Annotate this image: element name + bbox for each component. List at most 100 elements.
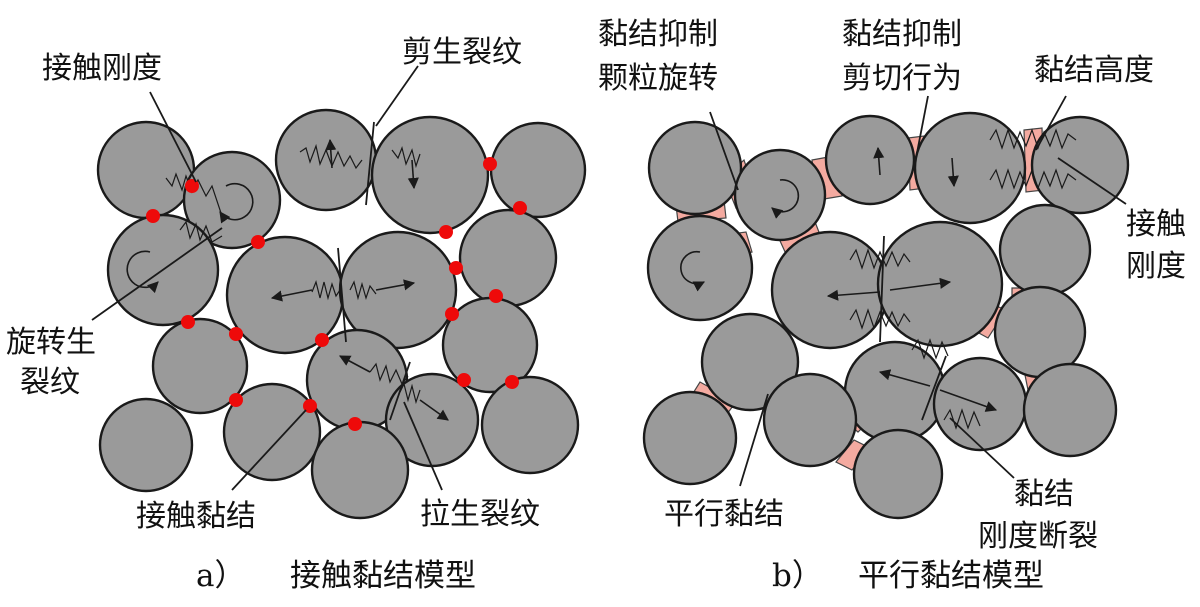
particle	[843, 340, 947, 444]
rotation-arrow-icon	[126, 250, 159, 294]
contact-bond-dot	[505, 375, 519, 389]
spring-icon	[391, 146, 421, 169]
crack-line	[365, 121, 375, 206]
spring-icon	[311, 280, 341, 301]
spring-icon	[349, 280, 377, 301]
leader-line	[403, 401, 443, 491]
force-arrow-icon	[826, 289, 881, 301]
leaders-a	[91, 65, 443, 491]
particle	[642, 390, 738, 486]
force-arrow-icon	[339, 355, 371, 373]
contact-bond-dot	[348, 417, 362, 431]
caption-letter-b: b）	[772, 558, 823, 594]
label-contact-bond: 接触黏结	[136, 499, 256, 534]
contact-bond-dot	[181, 315, 195, 329]
particle	[222, 382, 322, 482]
label-shear-crack: 剪生裂纹	[402, 35, 522, 70]
crack-lines-a	[337, 121, 411, 421]
leader-line	[709, 111, 739, 191]
spring-icon	[179, 220, 223, 243]
particle	[151, 317, 249, 415]
particle	[182, 150, 282, 250]
particle	[647, 120, 743, 216]
label-bond-height: 黏结高度	[1034, 53, 1154, 88]
contact-bond-dot	[146, 209, 160, 223]
force-arrow-icon	[325, 138, 337, 169]
contact-bond-dot	[449, 261, 463, 275]
label-contact-stiffness: 接触刚度	[42, 51, 162, 86]
rotation-arrow-icon	[680, 250, 706, 292]
force-arrow-icon	[939, 389, 998, 412]
labels-a: 接触刚度 剪生裂纹 旋转生 裂纹 接触黏结 拉生裂纹	[6, 35, 540, 534]
labels-b: 黏结抑制 颗粒旋转 黏结抑制 剪切行为 黏结高度 接触 刚度 平行黏结 黏结 刚…	[598, 17, 1186, 554]
label-parallel-bond: 平行黏结	[664, 497, 784, 532]
contact-bond-dot	[229, 393, 243, 407]
force-arrows-b	[826, 146, 998, 412]
spring-icon	[369, 362, 409, 386]
particle	[98, 397, 194, 493]
crack-line	[389, 361, 411, 421]
contact-bond-dot	[489, 289, 503, 303]
spring-icon	[911, 338, 949, 360]
particle	[998, 203, 1092, 297]
label-bond-rotation-line1: 黏结抑制	[598, 17, 718, 52]
label-contact-stiffness-b-line2: 刚度	[1126, 249, 1186, 284]
label-rotation-crack-line2: 裂纹	[20, 365, 80, 400]
spring-icon	[989, 168, 1077, 190]
rotation-arrow-icon	[771, 179, 800, 219]
spring-icon	[849, 308, 911, 330]
leader-line	[375, 65, 419, 127]
label-bond-break-line1: 黏结	[1014, 477, 1074, 512]
rotation-symbols-b	[680, 179, 800, 292]
caption-panel-b: 平行黏结模型	[858, 558, 1044, 594]
particles-a	[96, 108, 587, 520]
force-arrow-icon	[270, 289, 313, 302]
force-arrow-icon	[873, 146, 885, 176]
leader-line	[91, 227, 223, 321]
leaders-b	[709, 95, 1127, 487]
particle	[489, 121, 587, 219]
force-arrow-icon	[419, 399, 449, 421]
crack-line	[879, 235, 885, 343]
contact-bond-dot	[185, 179, 199, 193]
contact-bond-dot	[315, 333, 329, 347]
leader-line	[231, 409, 307, 491]
particle	[1022, 362, 1118, 458]
spring-icon	[989, 128, 1077, 150]
force-arrow-icon	[407, 159, 419, 190]
particle	[700, 312, 800, 412]
label-bond-shear-line1: 黏结抑制	[842, 17, 962, 52]
contact-bond-dot	[513, 201, 527, 215]
contact-bond-dot	[457, 373, 471, 387]
leader-line	[915, 95, 929, 159]
force-arrow-icon	[889, 277, 952, 291]
particle	[913, 111, 1027, 225]
contact-bond-dots	[146, 157, 527, 431]
label-contact-stiffness-b-line1: 接触	[1126, 207, 1186, 242]
contact-bond-dot	[445, 307, 459, 321]
crack-line	[921, 355, 947, 421]
particle	[824, 114, 916, 206]
leader-line	[1035, 95, 1067, 151]
force-arrow-icon	[947, 157, 959, 188]
particle	[96, 120, 196, 220]
label-bond-shear-line2: 剪切行为	[842, 61, 962, 96]
contact-bond-dot	[229, 327, 243, 341]
leader-line	[149, 91, 197, 183]
panel-b-parallel-bond-model: 黏结抑制 颗粒旋转 黏结抑制 剪切行为 黏结高度 接触 刚度 平行黏结 黏结 刚…	[598, 17, 1186, 594]
particle	[646, 214, 754, 322]
leader-line	[949, 417, 1015, 479]
particle	[274, 108, 378, 212]
leader-line	[739, 393, 769, 487]
springs-b	[849, 128, 1077, 430]
label-bond-break-line2: 刚度断裂	[978, 519, 1098, 554]
crack-line	[337, 247, 347, 343]
label-bond-rotation-line2: 颗粒旋转	[598, 61, 718, 96]
force-arrow-icon	[375, 279, 416, 291]
spring-icon	[943, 408, 981, 430]
leader-line	[1057, 157, 1127, 205]
label-rotation-crack-line1: 旋转生	[6, 325, 96, 360]
panel-a-contact-bond-model: 接触刚度 剪生裂纹 旋转生 裂纹 接触黏结 拉生裂纹 a） 接触黏结模型	[6, 35, 587, 594]
contact-bond-dot	[483, 157, 497, 171]
